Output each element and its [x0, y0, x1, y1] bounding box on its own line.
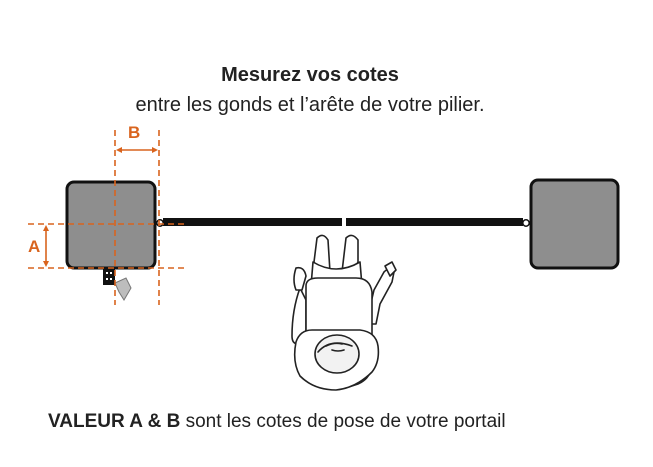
diagram-title: Mesurez vos cotes	[221, 64, 399, 86]
left-pillar	[65, 180, 157, 270]
label-b: B	[128, 123, 140, 142]
dimension-lines	[28, 130, 188, 305]
left-hinge	[156, 219, 164, 227]
gate-leaf-left	[163, 218, 342, 226]
footer-strong: VALEUR A & B	[48, 411, 181, 432]
hinge-bracket-icon	[103, 269, 132, 301]
arrow-a-bottom	[43, 261, 49, 267]
label-a: A	[28, 237, 40, 256]
footer-caption: VALEUR A & B sont les cotes de pose de v…	[48, 411, 506, 433]
arrow-b-left	[116, 147, 122, 153]
arrow-b-right	[152, 147, 158, 153]
diagram-subtitle: entre les gonds et l’arête de votre pili…	[135, 94, 485, 116]
footer-rest: sont les cotes de pose de votre portail	[180, 411, 506, 432]
right-hinge	[522, 219, 530, 227]
right-pillar	[529, 178, 620, 270]
gate-leaves	[156, 218, 530, 227]
arrow-a-top	[43, 225, 49, 231]
dimension-arrows	[43, 147, 158, 267]
person-figure-icon	[291, 234, 397, 391]
gate-leaf-right	[346, 218, 523, 226]
